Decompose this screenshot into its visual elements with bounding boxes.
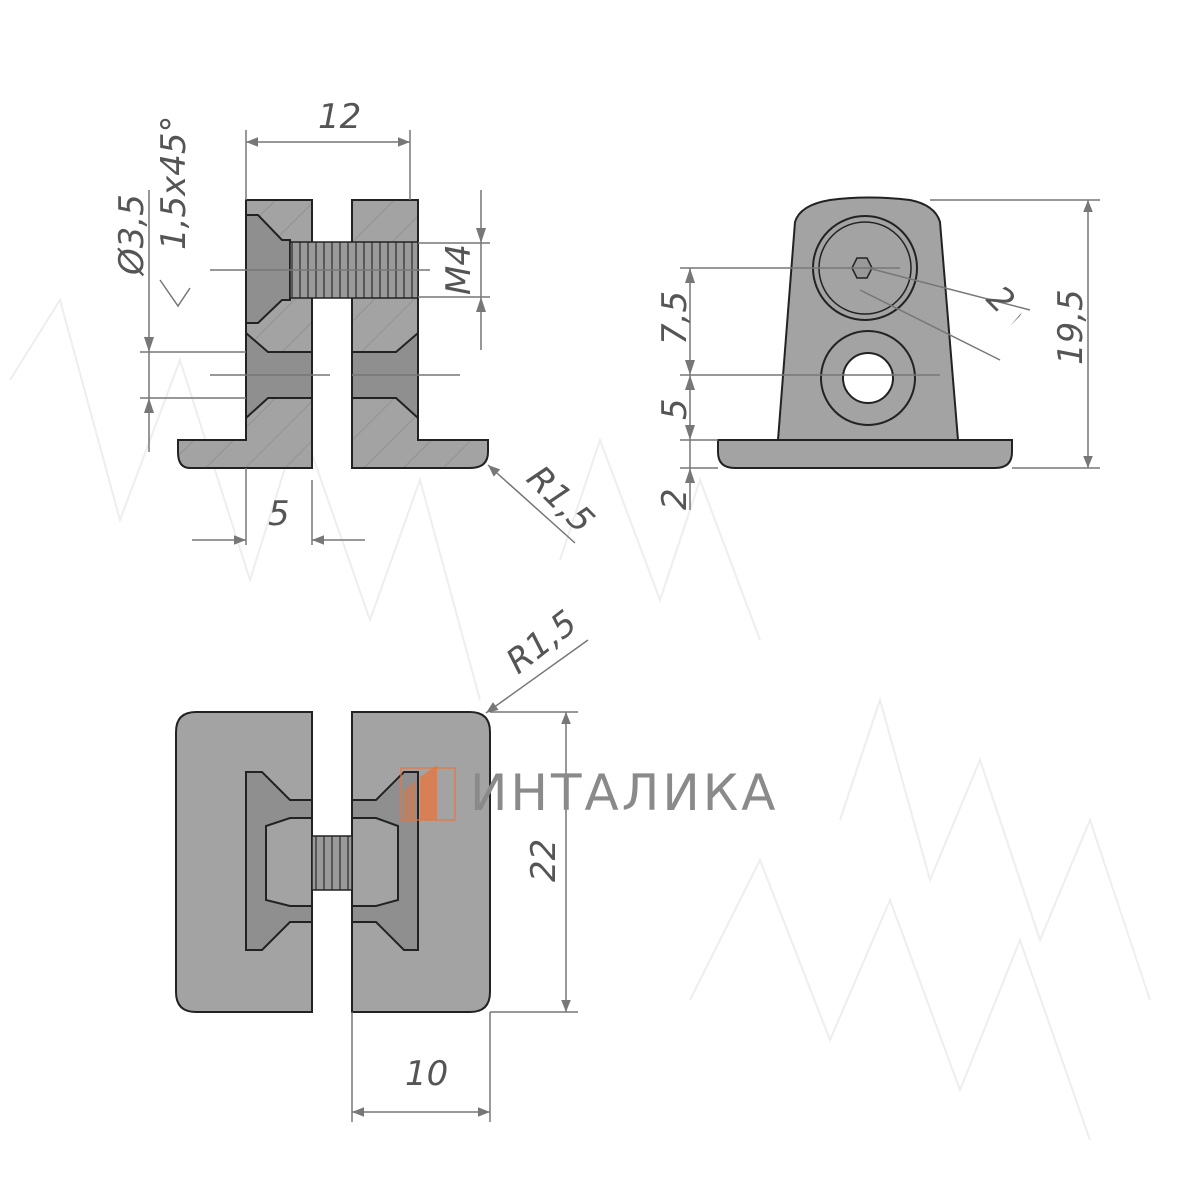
left-countersink — [245, 771, 313, 951]
dim-5: 5 — [655, 398, 695, 420]
side-section-view: 12 M4 Ø3,5 1,5x45° 5 R1,5 — [112, 97, 602, 545]
dim-slot-2: 2 — [979, 278, 1023, 322]
dim-22: 22 — [524, 839, 564, 882]
dim-radius-plan: R1,5 — [499, 603, 585, 682]
countersunk-head — [245, 214, 291, 324]
screw-thread-plan — [311, 835, 353, 891]
plan-view: 22 10 R1,5 — [175, 603, 589, 1122]
dim-wall-5: 5 — [268, 494, 290, 534]
logo-text: ИНТАЛИКА — [470, 764, 778, 822]
end-view: 7,5 5 2 19,5 2 — [655, 196, 1100, 510]
watermark — [9, 297, 1151, 1141]
inatalika-logo: ИНТАЛИКА — [400, 764, 778, 822]
dim-2: 2 — [655, 488, 695, 510]
dim-width-12: 12 — [318, 97, 361, 137]
dim-thread-m4: M4 — [439, 244, 479, 295]
dim-chamfer: 1,5x45° — [154, 116, 194, 250]
right-jaw-section — [351, 199, 489, 469]
right-jaw-plan — [351, 711, 491, 1013]
dim-19-5: 19,5 — [1051, 289, 1091, 365]
through-hole — [842, 352, 894, 404]
dim-7-5: 7,5 — [655, 291, 695, 345]
dim-10: 10 — [405, 1054, 448, 1094]
end-base-plate — [717, 439, 1013, 469]
left-jaw-plan — [175, 711, 313, 1013]
dim-hole-diameter: Ø3,5 — [112, 194, 152, 277]
